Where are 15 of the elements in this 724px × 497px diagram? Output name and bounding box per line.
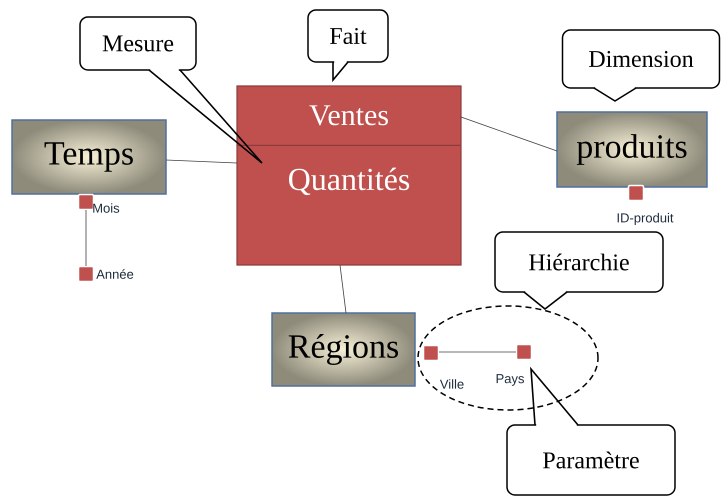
attribute-label: Ville	[440, 379, 464, 389]
connector-line	[340, 264, 346, 314]
attribute-label: Mois	[93, 203, 120, 213]
attribute-label: Année	[96, 269, 134, 279]
dimension-box: Temps	[11, 119, 167, 195]
connector-line	[166, 160, 238, 164]
callout-bubble: Fait	[307, 9, 389, 82]
fact-box: Ventes Quantités	[236, 85, 462, 266]
connector-line	[460, 116, 558, 152]
hierarchy-ellipse	[417, 305, 599, 411]
callout-bubble: Dimension	[562, 29, 720, 102]
callout-bubble: Hiérarchie	[494, 231, 664, 310]
dimension-box: produits	[556, 111, 708, 188]
attribute-label: ID-produit	[618, 212, 674, 226]
dimension-box: Régions	[271, 312, 416, 387]
